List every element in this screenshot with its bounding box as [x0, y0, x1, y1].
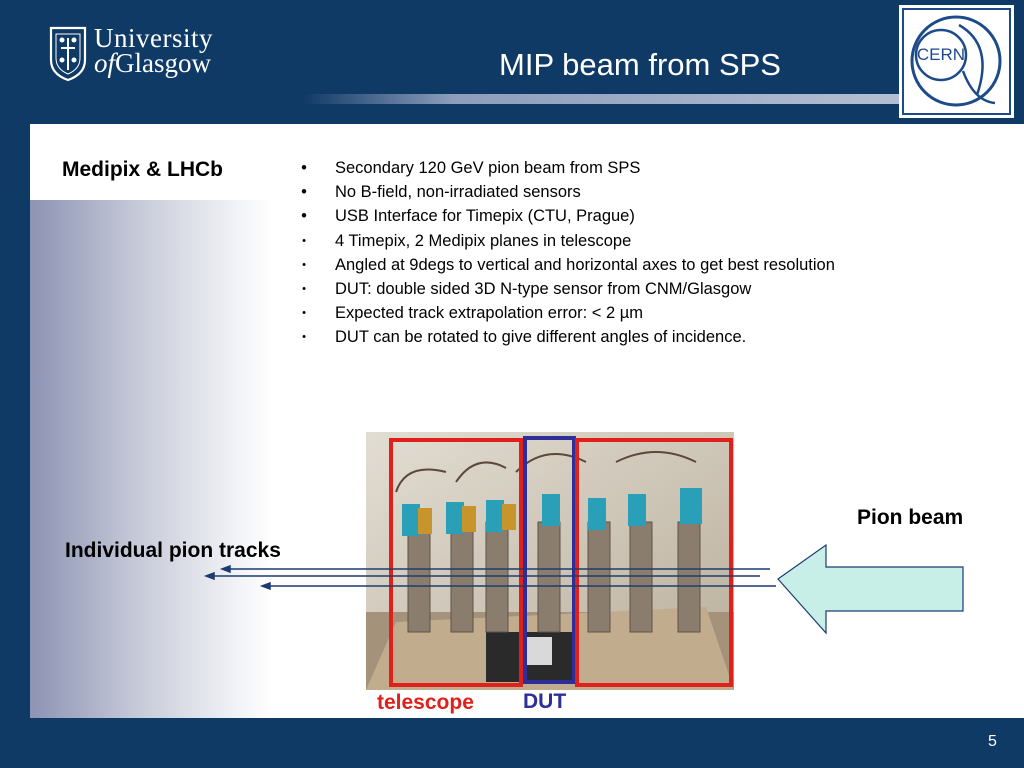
bullet-item: • Expected track extrapolation error: < 2… — [296, 301, 996, 325]
bullet-text: DUT: double sided 3D N-type sensor from … — [335, 280, 752, 299]
telescope-setup-photo — [366, 432, 734, 690]
slide-title: MIP beam from SPS — [499, 47, 781, 82]
bullet-text: Secondary 120 GeV pion beam from SPS — [335, 159, 641, 177]
pion-beam-label: Pion beam — [857, 506, 964, 529]
glasgow-crest-icon — [49, 26, 87, 82]
dut-label: DUT — [523, 690, 567, 713]
university-of-glasgow-logo: University ofGlasgow — [48, 23, 228, 86]
bullet-item: • Angled at 9degs to vertical and horizon… — [296, 253, 996, 277]
bullet-dot: • — [301, 183, 307, 202]
bullet-item: • DUT can be rotated to give different an… — [296, 325, 996, 349]
bullet-dot: • — [302, 331, 306, 344]
bullet-item: • DUT: double sided 3D N-type sensor from… — [296, 277, 996, 301]
bullet-list: • Secondary 120 GeV pion beam from SPS • N… — [296, 156, 996, 350]
bullet-item: • Secondary 120 GeV pion beam from SPS — [296, 156, 996, 180]
telescope-label: telescope — [377, 691, 474, 714]
page-number: 5 — [988, 733, 997, 750]
pion-tracks-label: Individual pion tracks — [65, 539, 281, 562]
glasgow-line: ofGlasgow — [94, 48, 213, 78]
bullet-dot: • — [301, 159, 307, 177]
bullet-item: • No B-field, non-irradiated sensors — [296, 180, 996, 204]
cern-logo: CERN — [899, 5, 1014, 118]
bullet-text: DUT can be rotated to give different ang… — [335, 328, 747, 347]
sidebar-gradient — [30, 200, 274, 718]
of-word: of — [94, 48, 116, 78]
bullet-dot: • — [302, 283, 306, 296]
glasgow-word: Glasgow — [115, 48, 212, 78]
university-line: University — [94, 23, 213, 53]
slide-header: University ofGlasgow MIP beam from SPS C… — [0, 0, 1024, 124]
bullet-text: No B-field, non-irradiated sensors — [335, 183, 581, 202]
cern-text: CERN — [917, 45, 965, 64]
bullet-text: USB Interface for Timepix (CTU, Prague) — [335, 207, 635, 226]
bullet-dot: • — [302, 234, 306, 247]
bullet-text: Angled at 9degs to vertical and horizont… — [335, 255, 835, 274]
bullet-dot: • — [301, 207, 307, 226]
bullet-text: 4 Timepix, 2 Medipix planes in telescope — [335, 231, 632, 250]
glasgow-wordmark: University ofGlasgow — [94, 23, 213, 78]
section-label: Medipix & LHCb — [62, 158, 223, 181]
bullet-dot: • — [302, 307, 306, 320]
title-underline-bar — [303, 94, 900, 104]
bullet-text: Expected track extrapolation error: < 2 … — [335, 304, 644, 323]
bullet-dot: • — [302, 258, 306, 271]
bullet-item: • 4 Timepix, 2 Medipix planes in telescop… — [296, 229, 996, 253]
bullet-item: • USB Interface for Timepix (CTU, Prague) — [296, 204, 996, 228]
